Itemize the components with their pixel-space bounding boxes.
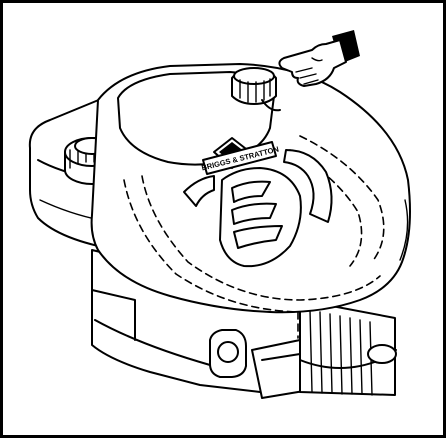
cylinder-fins [299, 299, 397, 396]
intake-grille [183, 149, 333, 268]
pointing-hand-icon [278, 30, 360, 87]
oil-fill-cap [231, 67, 281, 112]
